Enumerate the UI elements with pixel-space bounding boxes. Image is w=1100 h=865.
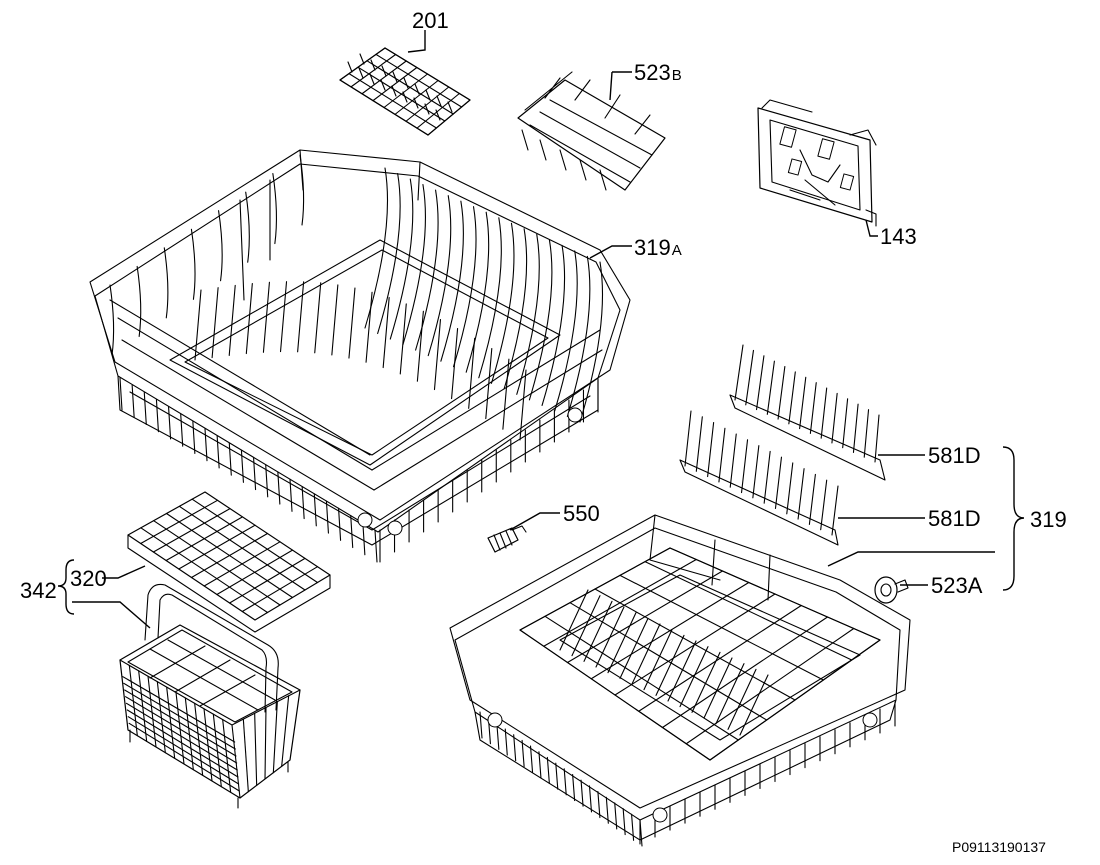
callout-143: 143 <box>880 224 917 249</box>
part-581d-bottom-tine-rack <box>679 410 839 546</box>
callout-319a: 319A <box>634 235 682 260</box>
callout-581d-top: 581D <box>928 443 981 468</box>
part-319-lower-basket <box>449 514 911 847</box>
part-523b-cup-rack <box>517 71 666 191</box>
part-342-cutlery-basket <box>119 583 301 809</box>
callout-581d-bottom: 581D <box>928 506 981 531</box>
callout-brace-342 <box>57 559 75 615</box>
callout-319: 319 <box>1030 507 1067 532</box>
reference-code: P09113190137 <box>952 839 1046 855</box>
part-143-rack-adjuster <box>757 99 877 227</box>
callout-550: 550 <box>563 501 600 526</box>
part-550-wheel-axle <box>487 525 527 553</box>
part-523a-wheel <box>874 576 909 604</box>
part-581d-top-tine-rack <box>729 344 886 481</box>
part-201-cutlery-insert <box>339 47 471 136</box>
callout-523b: 523B <box>634 60 682 85</box>
callout-320: 320 <box>70 566 107 591</box>
callout-201: 201 <box>412 8 449 33</box>
callout-brace-319 <box>1002 446 1025 591</box>
part-320-basket-lid <box>127 491 331 633</box>
callout-leaders <box>72 30 995 629</box>
part-319a-upper-basket <box>89 149 631 563</box>
callout-342: 342 <box>20 578 57 603</box>
callout-523a: 523A <box>931 573 983 598</box>
